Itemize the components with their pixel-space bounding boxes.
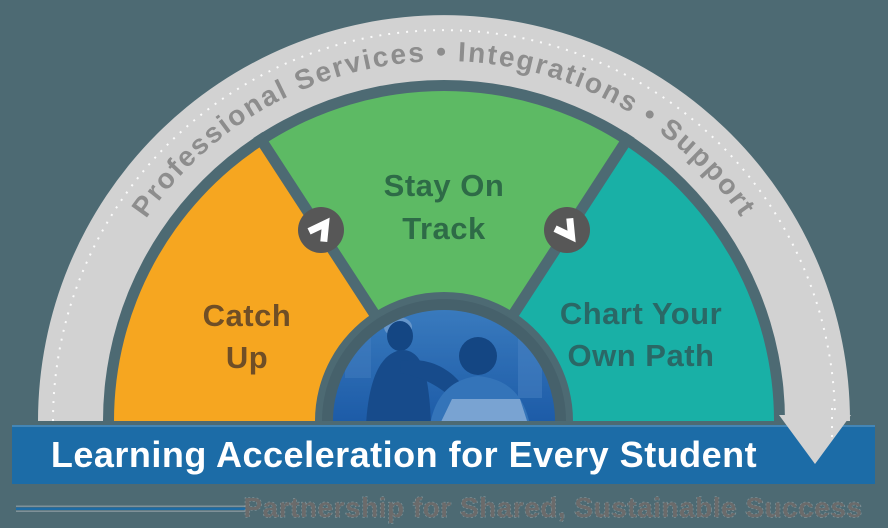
- connector-circle-right: [544, 207, 590, 253]
- footer-divider-line: [16, 505, 246, 512]
- segment-label-up: Up: [226, 340, 268, 375]
- segment-label-track: Track: [402, 211, 486, 246]
- chevron-down-right-icon: [553, 217, 576, 243]
- banner-bar: [12, 425, 875, 484]
- banner: Learning Acceleration for Every Student: [12, 425, 875, 484]
- footer-tagline: Partnership for Shared, Sustainable Succ…: [243, 492, 862, 523]
- segment-label-own-path: Own Path: [568, 338, 715, 373]
- banner-title: Learning Acceleration for Every Student: [51, 434, 757, 475]
- segment-label-stay-on: Stay On: [384, 168, 505, 203]
- banner-top-highlight: [12, 425, 875, 427]
- connector-circle-left: [298, 207, 344, 253]
- arch-dashed-line: [52, 29, 836, 422]
- chevron-up-right-icon: [307, 217, 330, 243]
- outer-arch-band: [38, 15, 850, 421]
- segment-stay-on-track: [264, 90, 624, 313]
- connector-right: [544, 207, 590, 253]
- center-photo: [322, 299, 566, 421]
- segment-label-chart-your: Chart Your: [560, 296, 722, 331]
- connector-left: [298, 207, 344, 253]
- segment-label-catch: Catch: [203, 298, 292, 333]
